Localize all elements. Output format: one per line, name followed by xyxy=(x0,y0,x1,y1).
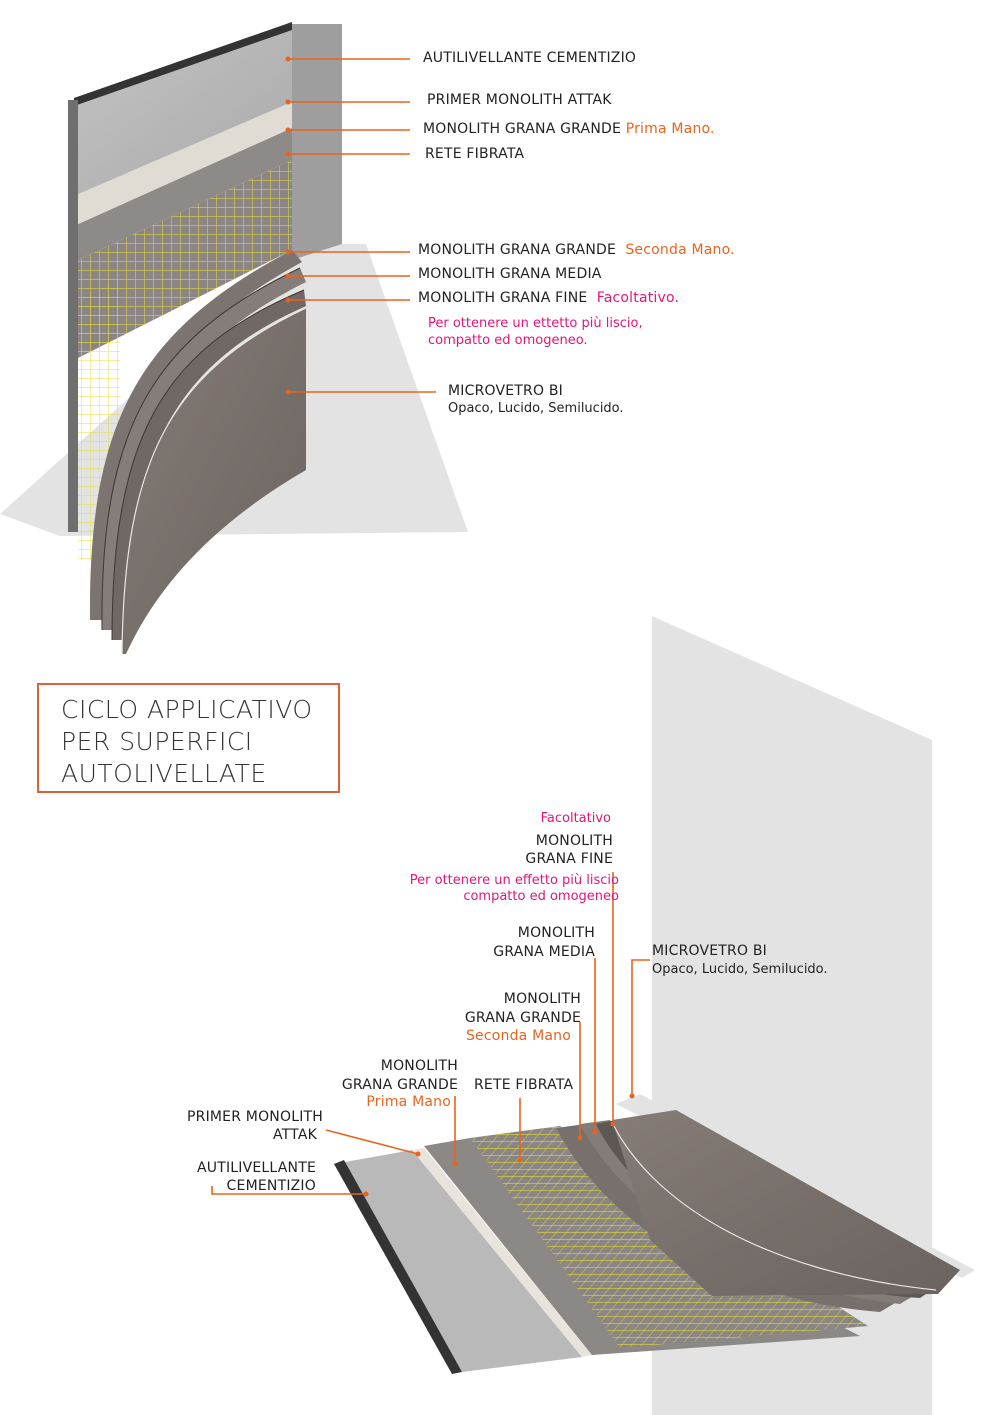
wall-primer xyxy=(74,102,292,226)
wall-label-autolivellante: AUTILIVELLANTE CEMENTIZIO xyxy=(423,50,637,66)
wall-label-primer: PRIMER MONOLITH ATTAK xyxy=(427,92,612,108)
title-line-3: AUTOLIVELLATE xyxy=(61,759,267,788)
floor-label-grande1-note: Prima Mano xyxy=(366,1094,451,1110)
floor-label-autolivellante-2: CEMENTIZIO xyxy=(226,1178,316,1194)
leader-lines xyxy=(211,58,650,1195)
floor-label-grande2-2: GRANA GRANDE xyxy=(464,1010,581,1026)
floor-label-rete: RETE FIBRATA xyxy=(474,1077,574,1093)
wall-label-grana-fine: MONOLITH GRANA FINE Facoltativo. xyxy=(418,290,680,306)
floor-label-grande2-note: Seconda Mano xyxy=(465,1028,571,1044)
floor-label-autolivellante-1: AUTILIVELLANTE xyxy=(196,1160,316,1176)
wall-label-microvetro-sub: Opaco, Lucido, Semilucido. xyxy=(448,401,624,416)
floor-label-fine-2: GRANA FINE xyxy=(525,851,613,867)
wall-label-grana-grande-2: MONOLITH GRANA GRANDE Seconda Mano. xyxy=(418,242,735,258)
leader-dots xyxy=(285,56,635,1197)
floor-label-grande2-1: MONOLITH xyxy=(503,991,581,1007)
floor-label-grande1-2: GRANA GRANDE xyxy=(341,1077,458,1093)
floor-assembly xyxy=(334,616,975,1415)
floor-note-fine-1: Per ottenere un effetto più liscio xyxy=(409,873,619,888)
wall-label-grana-media: MONOLITH GRANA MEDIA xyxy=(418,266,602,282)
floor-concrete xyxy=(334,1150,582,1372)
title-box: CICLO APPLICATIVO PER SUPERFICI AUTOLIVE… xyxy=(37,683,340,793)
wall-layer-grana-media xyxy=(101,268,306,630)
floor-label-primer-1: PRIMER MONOLITH xyxy=(187,1109,323,1125)
wall-concrete xyxy=(74,24,292,196)
wall-layer-grana-fine xyxy=(112,290,306,640)
title-line-1: CICLO APPLICATIVO xyxy=(61,695,313,724)
wall-label-microvetro: MICROVETRO BI xyxy=(448,383,563,399)
floor-label-facoltativo: Facoltativo xyxy=(540,811,611,826)
floor-note-fine-2: compatto ed omogeneo xyxy=(463,889,619,904)
floor-label-media-1: MONOLITH xyxy=(517,925,595,941)
floor-label-microvetro: MICROVETRO BI xyxy=(652,943,767,959)
floor-layer-microvetro xyxy=(612,1110,960,1296)
floor-primer xyxy=(412,1148,592,1357)
floor-label-fine-1: MONOLITH xyxy=(535,833,613,849)
wall-edge xyxy=(68,100,78,532)
floor-label-microvetro-sub: Opaco, Lucido, Semilucido. xyxy=(652,962,828,977)
wall-note-grana-fine-2: compatto ed omogeneo. xyxy=(428,333,588,348)
wall-label-rete: RETE FIBRATA xyxy=(425,146,525,162)
wall-back-panel xyxy=(292,24,342,260)
wall-note-grana-fine-1: Per ottenere un ettetto più liscio, xyxy=(428,316,643,331)
wall-label-grana-grande-1: MONOLITH GRANA GRANDE Prima Mano. xyxy=(423,121,715,137)
wall-grana-grande-1 xyxy=(74,128,292,262)
wall-layer-microvetro xyxy=(122,308,306,654)
floor-label-primer-2: ATTAK xyxy=(272,1127,317,1143)
floor-label-grande1-1: MONOLITH xyxy=(380,1058,458,1074)
title-line-2: PER SUPERFICI xyxy=(61,727,253,756)
floor-label-media-2: GRANA MEDIA xyxy=(493,944,595,960)
wall-assembly xyxy=(0,22,468,655)
